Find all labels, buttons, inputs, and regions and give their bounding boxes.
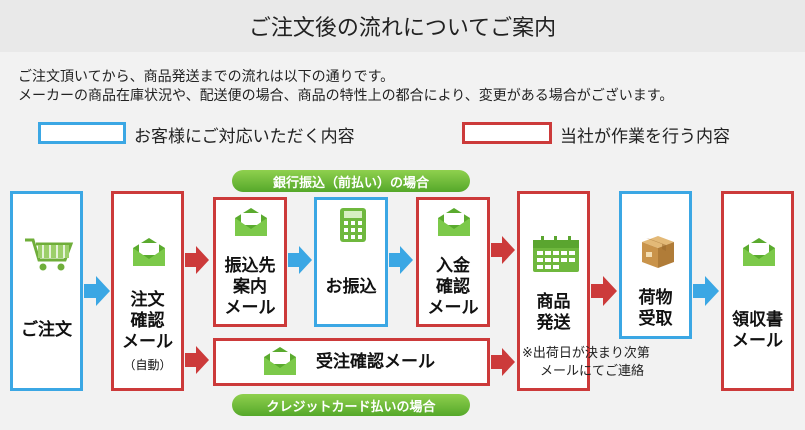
- envelope-icon: [262, 347, 298, 377]
- step-receipt: 領収書 メール: [721, 191, 794, 391]
- step-transfer-info-label-3: メール: [224, 298, 276, 318]
- step-order-label: ご注文: [21, 320, 72, 340]
- legend-customer-swatch: [38, 122, 126, 144]
- step-transfer-info-label-1: 振込先: [224, 256, 276, 276]
- step-order: ご注文: [10, 191, 83, 391]
- step-order-confirm: 注文 確認 メール （自動）: [111, 191, 184, 391]
- step-deposit-confirm: 入金 確認 メール: [416, 197, 490, 327]
- step-ship-label-2: 発送: [536, 313, 571, 333]
- intro-text: ご注文頂いてから、商品発送までの流れは以下の通りです。 メーカーの商品在庫状況や…: [18, 68, 673, 106]
- bank-transfer-pill-label: 銀行振込（前払い）の場合: [272, 175, 429, 191]
- step-payment: お振込: [314, 197, 388, 327]
- step-order-accepted: 受注確認メール: [213, 338, 490, 386]
- step-deposit-confirm-label-3: メール: [427, 298, 479, 318]
- arrow-accepted-to-ship: [491, 348, 515, 376]
- step-ship: 商品 発送: [517, 191, 590, 391]
- step-ship-note-line-1: ※出荷日が決まり次第: [522, 346, 650, 361]
- credit-card-pill-label: クレジットカード払いの場合: [266, 399, 436, 415]
- legend-company-swatch: [462, 122, 552, 144]
- step-payment-label: お振込: [325, 277, 377, 297]
- envelope-icon: [233, 208, 269, 238]
- intro-line-1: ご注文頂いてから、商品発送までの流れは以下の通りです。: [18, 69, 395, 85]
- step-transfer-info: 振込先 案内 メール: [213, 197, 287, 327]
- envelope-icon: [436, 208, 472, 238]
- step-deposit-confirm-label-2: 確認: [436, 277, 470, 297]
- legend-customer-label: お客様にご対応いただく内容: [134, 127, 355, 147]
- calendar-icon: [533, 236, 579, 272]
- step-order-confirm-auto: （自動）: [123, 358, 172, 372]
- calculator-icon: [340, 208, 366, 242]
- package-icon: [638, 234, 678, 270]
- page-header: ご注文後の流れについてご案内: [0, 0, 805, 52]
- step-receive: 荷物 受取: [619, 191, 692, 339]
- step-deposit-confirm-label-1: 入金: [436, 256, 470, 276]
- arrow-order-to-confirm: [84, 276, 110, 306]
- step-transfer-info-label-2: 案内: [233, 277, 267, 297]
- credit-card-pill: クレジットカード払いの場合: [232, 394, 470, 416]
- step-receipt-label-1: 領収書: [732, 310, 783, 330]
- arrow-deposit-to-ship: [491, 236, 515, 264]
- step-order-accepted-label: 受注確認メール: [316, 352, 435, 372]
- step-ship-note-line-2: メールにてご連絡: [540, 364, 645, 379]
- arrow-payment-to-deposit: [389, 246, 413, 274]
- arrow-confirm-to-credit: [185, 346, 209, 374]
- envelope-icon: [741, 238, 777, 268]
- step-ship-note: ※出荷日が決まり次第 メールにてご連絡: [522, 345, 664, 381]
- step-receipt-label-2: メール: [732, 331, 783, 351]
- step-receive-label-2: 受取: [638, 309, 673, 329]
- step-ship-label-1: 商品: [536, 292, 571, 312]
- arrow-info-to-payment: [288, 246, 312, 274]
- step-receive-label-1: 荷物: [638, 288, 673, 308]
- arrow-ship-to-receive: [591, 276, 617, 306]
- legend-company-label: 当社が作業を行う内容: [560, 127, 730, 147]
- cart-icon: [23, 236, 75, 272]
- intro-line-2: メーカーの商品在庫状況や、配送便の場合、商品の特性上の都合により、変更がある場合…: [18, 88, 674, 104]
- step-order-confirm-label-3: メール: [122, 332, 173, 352]
- page-title: ご注文後の流れについてご案内: [248, 16, 557, 41]
- bank-transfer-pill: 銀行振込（前払い）の場合: [232, 170, 470, 192]
- arrow-receive-to-receipt: [693, 276, 719, 306]
- envelope-icon: [131, 238, 167, 268]
- step-order-confirm-label-1: 注文: [130, 290, 165, 310]
- step-order-confirm-label-2: 確認: [130, 311, 165, 331]
- arrow-confirm-to-bank: [185, 246, 209, 274]
